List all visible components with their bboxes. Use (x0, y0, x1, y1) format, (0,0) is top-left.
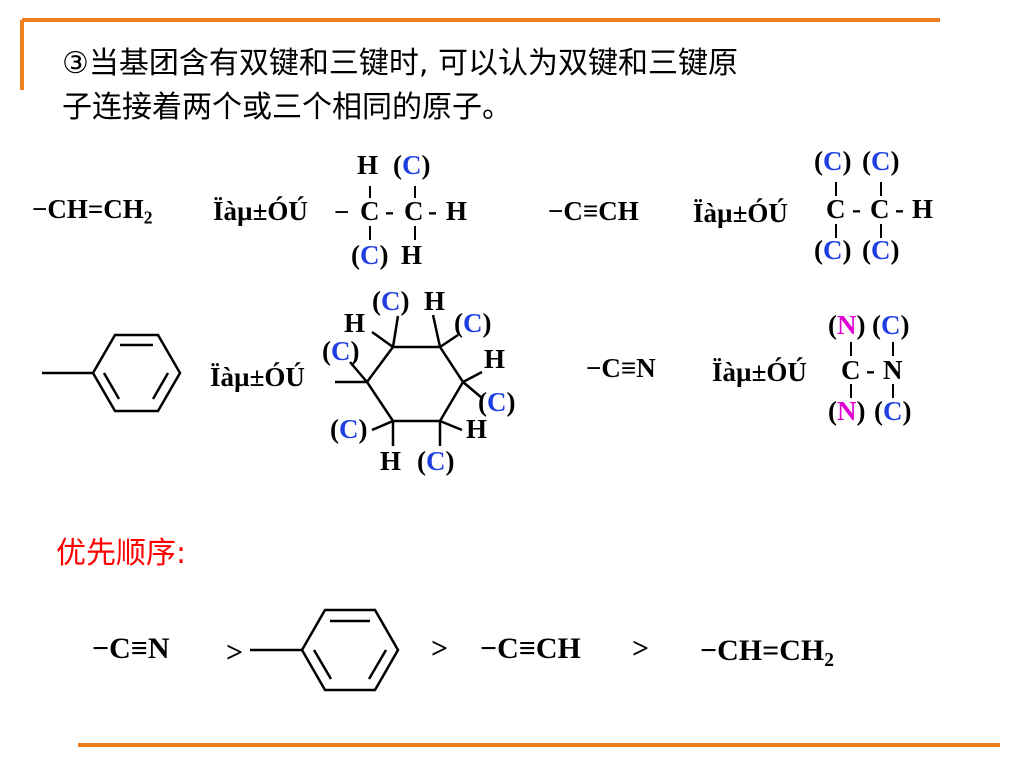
phenyl-c-top: (C) (372, 286, 410, 316)
phenyl-c-right: (C) (478, 387, 516, 417)
phenyl-c-right-top: (C) (454, 308, 492, 338)
cyano-c1: C (841, 355, 861, 385)
priority-ethynyl: −C≡CH (480, 632, 581, 665)
vinyl-bond-mid: - (385, 196, 394, 226)
vinyl-h-top: H (357, 150, 379, 180)
cyano-group: −C≡N (586, 353, 656, 383)
phenyl-expanded-ring (335, 314, 483, 446)
priority-gt-3: > (632, 632, 650, 665)
equiv-label-ethynyl: Ïàµ±ÓÚ (693, 198, 788, 228)
vinyl-bond-right: - (428, 196, 437, 226)
ethynyl-c-top-2: (C) (862, 146, 900, 176)
vinyl-h-bottom: H (401, 240, 423, 270)
cyano-bonds (850, 342, 894, 398)
cyano-n1: N (883, 355, 903, 385)
ethynyl-bond-right: - (895, 194, 904, 224)
priority-gt-2: > (431, 632, 449, 665)
equiv-label-vinyl: Ïàµ±ÓÚ (213, 196, 308, 226)
ethynyl-c-bottom-2: (C) (862, 235, 900, 265)
cyano-n-top: (N) (828, 310, 866, 340)
phenyl-ring-left (42, 333, 182, 413)
phenyl-ring-priority (250, 608, 400, 692)
title-line-2: 子连接着两个或三个相同的原子。 (62, 90, 512, 125)
ethynyl-c2: C (870, 194, 890, 224)
vinyl-c-top: (C) (393, 150, 431, 180)
ethynyl-bonds (835, 182, 882, 238)
cyano-bond-mid: - (866, 355, 875, 385)
title-line-1: ③当基团含有双键和三键时, 可以认为双键和三键原 (62, 46, 738, 81)
ethynyl-bond-mid: - (852, 194, 861, 224)
priority-gt-1: > (226, 636, 244, 669)
ethynyl-c-top-1: (C) (814, 146, 852, 176)
phenyl-h-bottom: H (380, 446, 402, 476)
slide-title: ③当基团含有双键和三键时, 可以认为双键和三键原 子连接着两个或三个相同的原子。 (62, 42, 738, 130)
vinyl-formula: CH=CH (47, 194, 144, 224)
vinyl-dash: − (32, 194, 48, 224)
phenyl-h-left: H (344, 308, 366, 338)
phenyl-c-bottom-left: (C) (330, 414, 368, 444)
ethynyl-group: −C≡CH (548, 196, 639, 226)
priority-label: 优先顺序: (56, 536, 187, 571)
phenyl-h-bottom-right: H (466, 414, 488, 444)
ethynyl-c-bottom-1: (C) (814, 235, 852, 265)
vinyl-group: −CH=CH2 (32, 194, 153, 228)
ethynyl-h-right: H (912, 194, 934, 224)
vinyl-c-bottom: (C) (351, 240, 389, 270)
vinyl-c1: C (360, 196, 380, 226)
phenyl-c-bottom: (C) (417, 446, 455, 476)
phenyl-h-right: H (484, 344, 506, 374)
equiv-label-phenyl: Ïàµ±ÓÚ (210, 362, 305, 392)
vinyl-bonds (369, 186, 416, 240)
priority-vinyl: −CH=CH2 (700, 634, 834, 671)
cyano-n-bottom: (N) (828, 396, 866, 426)
vinyl-h-right: H (446, 196, 468, 226)
equiv-label-cyano: Ïàµ±ÓÚ (712, 357, 807, 387)
cyano-c-top: (C) (872, 310, 910, 340)
priority-cyano: −C≡N (92, 632, 170, 665)
phenyl-c-left: (C) (322, 336, 360, 366)
phenyl-h-top: H (424, 286, 446, 316)
ethynyl-c1: C (826, 194, 846, 224)
vinyl-subscript: 2 (143, 207, 153, 228)
vinyl-bond-dash: − (334, 197, 350, 227)
cyano-c-bottom: (C) (874, 396, 912, 426)
vinyl-c2: C (404, 196, 424, 226)
